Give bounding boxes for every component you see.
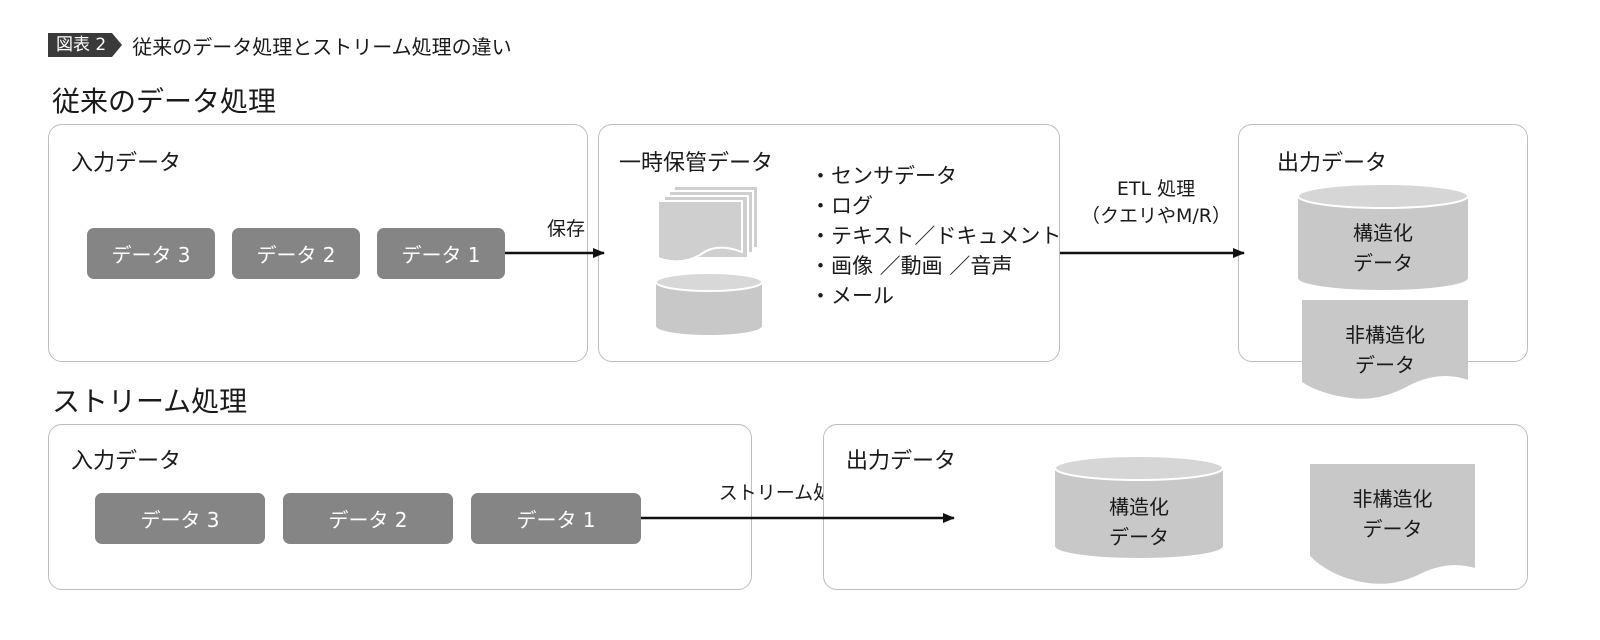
structured-line2: データ [1109,525,1169,549]
temp-storage-bullets: ・センサデータ ・ログ ・テキスト／ドキュメント ・画像 ／動画 ／音声 ・メー… [810,161,1061,311]
bullet-item: ・テキスト／ドキュメント [810,224,1062,248]
traditional-structured-label: 構造化 データ [1298,218,1468,278]
stream-input-title: 入力データ [71,449,182,474]
stream-output-title: 出力データ [846,449,957,474]
traditional-structured-db-icon [1297,183,1469,290]
structured-line1: 構造化 [1109,495,1169,519]
unstructured-line2: データ [1355,353,1415,377]
stream-arrow-label: ストリーム処理 [718,482,852,504]
traditional-unstructured-doc-icon [1302,300,1468,399]
stream-data-chip-2: データ 2 [283,493,453,544]
temp-database-icon [655,272,763,335]
bullet-item: ・センサデータ [810,164,957,188]
traditional-section-title: 従来のデータ処理 [52,85,277,118]
traditional-data-chip-1: データ 1 [377,228,505,279]
traditional-output-title: 出力データ [1277,151,1388,176]
save-arrow-label: 保存 [546,218,585,240]
bullet-item: ・画像 ／動画 ／音声 [810,254,1013,278]
figure-tag-tip [112,33,123,57]
document-stack-icon [657,185,759,263]
stream-structured-db-icon [1054,455,1224,558]
figure-title: 従来のデータ処理とストリーム処理の違い [132,34,512,59]
stream-unstructured-label: 非構造化 データ [1310,484,1475,544]
figure-tag: 図表 2 [48,33,113,57]
traditional-unstructured-label: 非構造化 データ [1302,320,1468,380]
etl-label-line1: ETL 処理 [1116,178,1196,200]
figure-caption: 図表 2 従来のデータ処理とストリーム処理の違い [48,32,512,59]
unstructured-line1: 非構造化 [1345,323,1425,347]
stream-section-title: ストリーム処理 [52,385,248,418]
traditional-data-chip-2: データ 2 [232,228,360,279]
stream-structured-label: 構造化 データ [1055,492,1223,552]
structured-line1: 構造化 [1353,221,1413,245]
temp-storage-title: 一時保管データ [619,151,774,176]
stream-data-chip-1: データ 1 [471,493,641,544]
traditional-data-chip-3: データ 3 [87,228,215,279]
bullet-item: ・ログ [810,194,873,218]
stream-unstructured-doc-icon [1310,464,1475,584]
bullet-item: ・メール [810,284,894,308]
unstructured-line1: 非構造化 [1352,487,1433,511]
structured-line2: データ [1353,251,1413,275]
stream-data-chip-3: データ 3 [95,493,265,544]
unstructured-line2: データ [1362,517,1423,541]
traditional-input-title: 入力データ [71,151,182,176]
etl-arrow-label: ETL 処理 （クエリやM/R） [1066,176,1246,230]
etl-label-line2: （クエリやM/R） [1081,205,1231,227]
